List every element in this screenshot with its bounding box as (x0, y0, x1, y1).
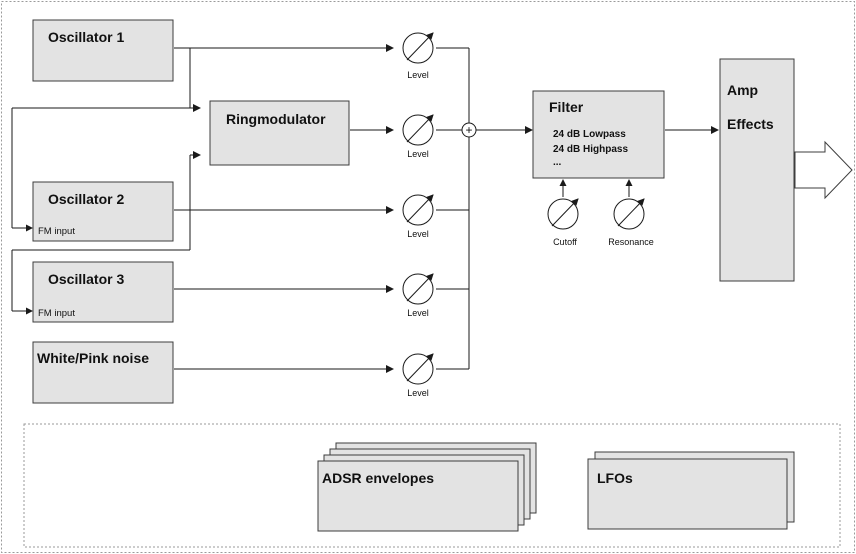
effects-label: Effects (727, 116, 774, 132)
amp-label: Amp (727, 82, 758, 98)
noise-module[interactable]: White/Pink noise (32, 341, 174, 404)
level-knob-2-label: Level (407, 149, 429, 159)
level-knob-3-label: Level (407, 229, 429, 239)
mixer-symbol: + (465, 123, 472, 137)
adsr-envelopes-label: ADSR envelopes (322, 470, 434, 486)
oscillator-2-label: Oscillator 2 (48, 191, 124, 207)
level-knob-5-label: Level (407, 388, 429, 398)
oscillator-3-fm-input-label: FM input (38, 308, 75, 319)
filter-module[interactable]: Filter 24 dB Lowpass 24 dB Highpass ... (532, 90, 665, 179)
level-knob-3[interactable]: Level (402, 194, 434, 239)
level-knob-1-label: Level (407, 70, 429, 80)
lfos-module[interactable]: LFOs (587, 451, 795, 530)
signal-wires (11, 44, 719, 373)
cutoff-knob-label: Cutoff (553, 237, 577, 247)
level-knob-4[interactable]: Level (402, 273, 434, 318)
ringmodulator-module[interactable]: Ringmodulator (209, 100, 350, 166)
level-knob-4-label: Level (407, 308, 429, 318)
modulation-section (23, 423, 841, 548)
oscillator-3-label: Oscillator 3 (48, 271, 124, 287)
filter-type-highpass: 24 dB Highpass (553, 144, 628, 155)
cutoff-knob[interactable]: Cutoff (547, 198, 579, 247)
mixer-sum-node: + (461, 122, 477, 138)
level-knob-2[interactable]: Level (402, 114, 434, 159)
oscillator-1-module[interactable]: Oscillator 1 (32, 19, 174, 82)
filter-label: Filter (549, 99, 584, 115)
ringmodulator-label: Ringmodulator (226, 111, 326, 127)
oscillator-2-module[interactable]: Oscillator 2 FM input (32, 181, 174, 242)
oscillator-3-module[interactable]: Oscillator 3 FM input (32, 261, 174, 323)
amp-module[interactable]: Amp Effects (719, 58, 795, 282)
level-knob-1[interactable]: Level (402, 32, 434, 80)
adsr-envelopes-module[interactable]: ADSR envelopes (312, 442, 537, 537)
noise-label: White/Pink noise (37, 350, 149, 366)
level-knob-5[interactable]: Level (402, 353, 434, 398)
oscillator-1-label: Oscillator 1 (48, 29, 124, 45)
lfos-label: LFOs (597, 470, 633, 486)
filter-type-lowpass: 24 dB Lowpass (553, 129, 626, 140)
resonance-knob-label: Resonance (608, 237, 654, 247)
output-arrow-icon (794, 140, 853, 200)
oscillator-2-fm-input-label: FM input (38, 226, 75, 237)
resonance-knob[interactable]: Resonance (608, 198, 654, 247)
filter-type-more: ... (553, 157, 562, 168)
